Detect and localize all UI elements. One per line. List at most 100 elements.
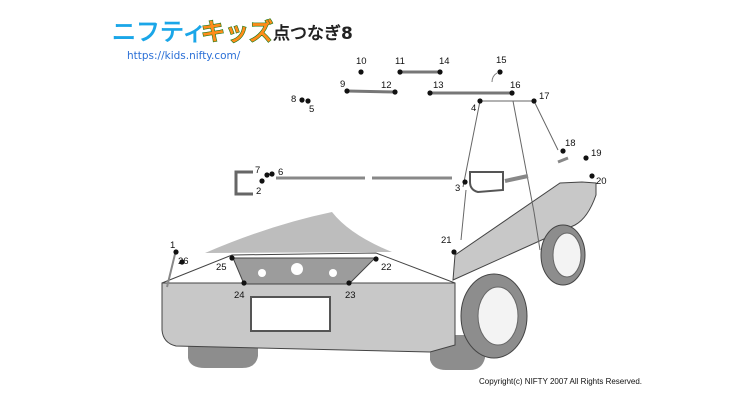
dot-number-label: 22 <box>381 262 392 273</box>
dot-marker <box>299 97 305 103</box>
dot-21: 21 <box>441 235 457 255</box>
dot-marker <box>583 155 589 161</box>
dot-number-label: 23 <box>345 290 356 301</box>
copyright-notice: Copyright(c) NIFTY 2007 All Rights Reser… <box>479 377 642 386</box>
dot-16: 16 <box>509 80 521 96</box>
dot-number-label: 2 <box>256 186 261 197</box>
lamp-center <box>291 263 303 275</box>
dot-marker <box>344 88 350 94</box>
rear-window-shade <box>205 212 392 253</box>
dot-marker <box>264 172 270 178</box>
dot-25: 25 <box>216 255 235 273</box>
dot-7: 7 <box>255 165 270 178</box>
dot-marker <box>346 280 352 286</box>
dot-12: 12 <box>381 80 398 95</box>
car-side-body <box>452 181 597 281</box>
dot-number-label: 20 <box>596 176 607 187</box>
front-wheel-hub <box>552 232 582 278</box>
dot-13: 13 <box>427 80 444 96</box>
dot-number-label: 12 <box>381 80 392 91</box>
dot-18: 18 <box>560 138 576 154</box>
dot-marker <box>427 90 433 96</box>
car-illustration <box>161 70 597 370</box>
dot-5: 5 <box>305 98 314 115</box>
dot-number-label: 9 <box>340 79 345 90</box>
dot-number-label: 6 <box>278 167 283 178</box>
rear-corner-bracket <box>234 170 253 196</box>
dot-24: 24 <box>234 280 247 301</box>
logo-kids-text: キッズ <box>201 18 273 46</box>
dot-number-label: 24 <box>234 290 245 301</box>
dot-number-label: 25 <box>216 262 227 273</box>
dot-20: 20 <box>589 173 607 187</box>
dot-14: 14 <box>437 56 450 75</box>
dot-number-label: 3 <box>455 183 460 194</box>
dot-marker <box>241 280 247 286</box>
dot-marker <box>397 69 403 75</box>
dot-marker <box>437 69 443 75</box>
logo-nifty-text: ニフティ <box>112 18 207 46</box>
dot-number-label: 4 <box>471 103 476 114</box>
roof-fragment-15 <box>491 72 498 83</box>
dot-marker <box>229 255 235 261</box>
site-url-link[interactable]: https://kids.nifty.com/ <box>127 50 241 62</box>
dot-number-label: 10 <box>356 56 367 67</box>
dot-marker <box>560 148 566 154</box>
dot-marker <box>269 171 275 177</box>
dot-number-label: 8 <box>291 94 296 105</box>
dot-number-label: 7 <box>255 165 260 176</box>
dot-number-label: 5 <box>309 104 314 115</box>
dot-marker <box>179 259 185 265</box>
license-plate <box>250 296 331 332</box>
puzzle-title: 点つなぎ8 <box>273 23 353 44</box>
side-mirror <box>469 171 504 194</box>
dot-number-label: 18 <box>565 138 576 149</box>
dot-marker <box>531 98 537 104</box>
dot-4: 4 <box>471 98 483 114</box>
dot-8: 8 <box>291 94 305 105</box>
door-handle <box>557 156 569 164</box>
dot-number-label: 26 <box>178 256 189 267</box>
dot-2: 2 <box>256 178 265 197</box>
dot-marker <box>497 69 503 75</box>
window-frame-lines <box>460 100 559 251</box>
dot-9: 9 <box>340 79 350 94</box>
dot-10: 10 <box>356 56 367 75</box>
dot-11: 11 <box>395 56 405 75</box>
dot-15: 15 <box>496 55 507 75</box>
dot-6: 6 <box>269 167 283 178</box>
dot-marker <box>305 98 311 104</box>
dot-number-label: 19 <box>591 148 602 159</box>
dot-number-label: 16 <box>510 80 521 91</box>
roof-fragment-9-12 <box>346 89 396 94</box>
dot-marker <box>259 178 265 184</box>
dot-marker <box>173 249 179 255</box>
dot-3: 3 <box>455 179 468 194</box>
dot-number-label: 1 <box>170 240 175 251</box>
dot-26: 26 <box>178 256 189 267</box>
dot-number-label: 11 <box>395 56 405 67</box>
dot-marker <box>358 69 364 75</box>
dot-marker <box>451 249 457 255</box>
dot-marker <box>373 256 379 262</box>
dot-17: 17 <box>531 91 550 104</box>
dot-number-label: 15 <box>496 55 507 66</box>
mirror-stalk <box>504 174 529 183</box>
rear-wheel-hub <box>477 286 519 346</box>
dot-marker <box>477 98 483 104</box>
car-antenna <box>166 249 177 288</box>
dot-number-label: 21 <box>441 235 452 246</box>
lamp-right <box>329 269 337 277</box>
lamp-left <box>258 269 266 277</box>
dot-23: 23 <box>345 280 356 301</box>
dot-19: 19 <box>583 148 602 161</box>
dot-marker <box>462 179 468 185</box>
site-logo[interactable]: ニフティ キッズ <box>112 17 274 46</box>
dot-number-label: 14 <box>439 56 450 67</box>
dot-22: 22 <box>373 256 392 273</box>
dot-number-label: 13 <box>433 80 444 91</box>
dot-1: 1 <box>170 240 179 255</box>
dot-marker <box>589 173 595 179</box>
